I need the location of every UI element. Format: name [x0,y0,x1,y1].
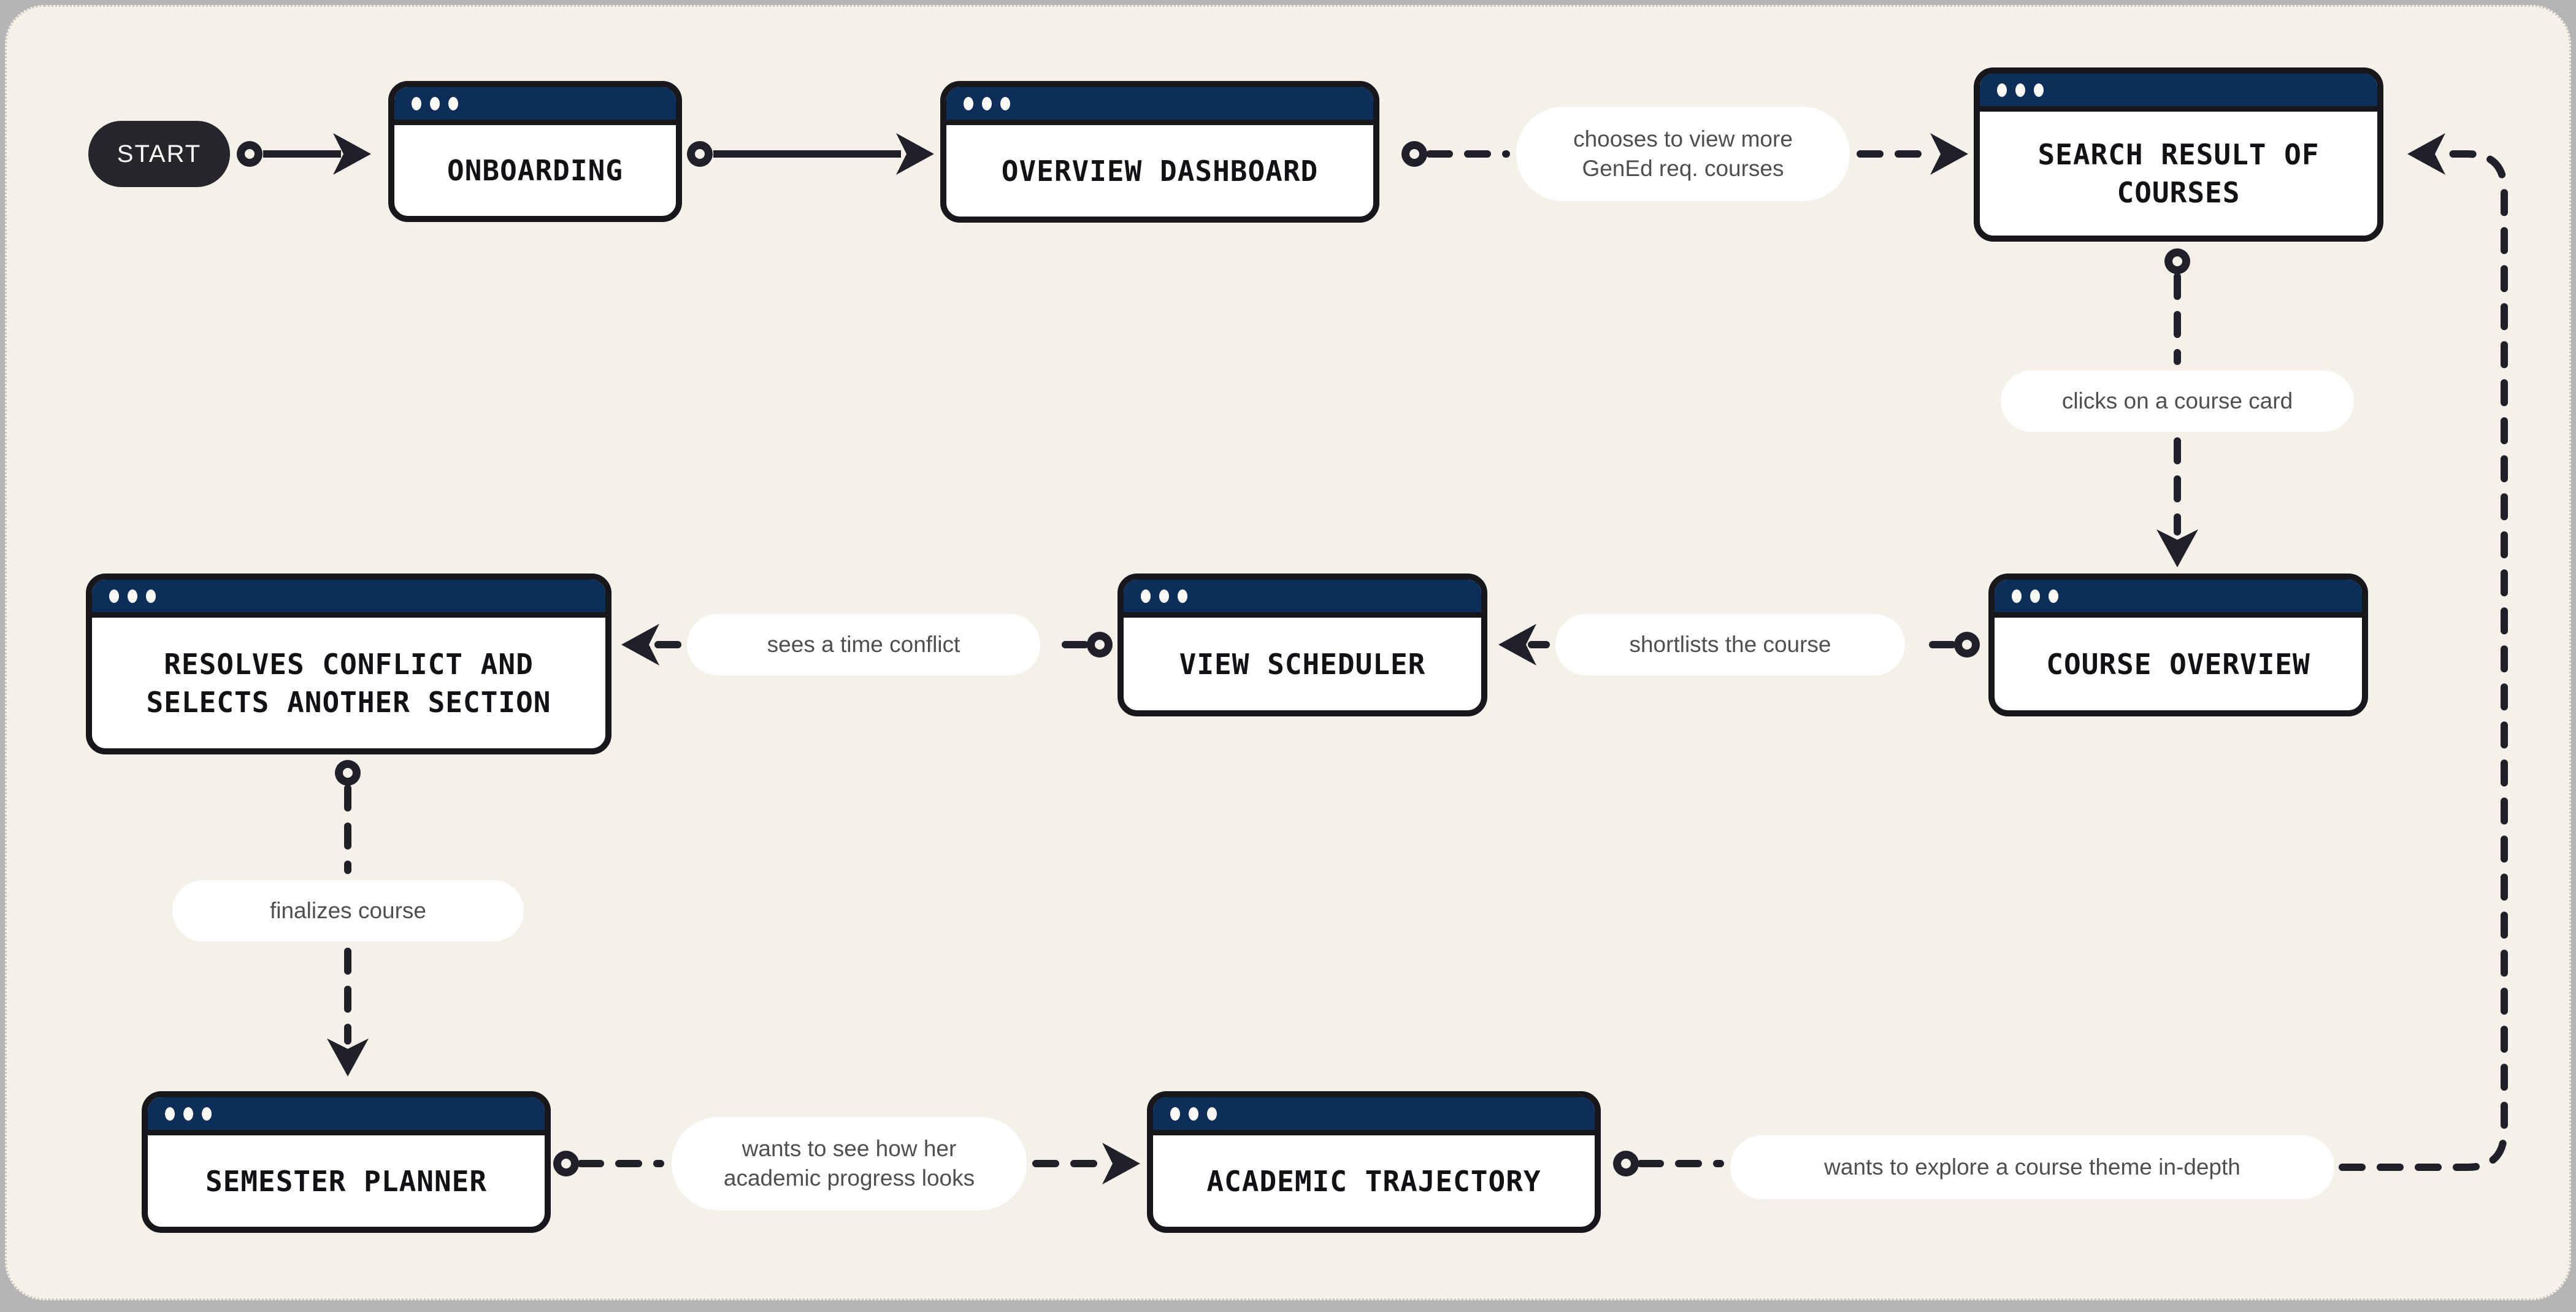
window-dot-icon [2015,83,2025,97]
edge-label-clicks-course-card[interactable]: clicks on a course card [2001,370,2354,432]
window-dot-icon [2030,589,2040,603]
screen-node-title: OVERVIEW DASHBOARD [1001,154,1319,188]
screen-node-overview-dashboard[interactable]: OVERVIEW DASHBOARD [940,81,1379,223]
screen-node-resolves-conflict[interactable]: RESOLVES CONFLICT AND SELECTS ANOTHER SE… [86,574,611,754]
window-dot-icon [1178,589,1187,603]
edge-label-sees-time-conflict[interactable]: sees a time conflict [687,614,1040,675]
edge-label-explore-course-theme[interactable]: wants to explore a course theme in-depth [1730,1135,2334,1199]
flow-canvas: START ONBOARDING OVERVIEW DASHBOARD SEAR… [5,5,2571,1300]
window-titlebar [394,87,676,125]
window-dot-icon [128,589,137,603]
window-dot-icon [2012,589,2022,603]
screen-node-title: SEMESTER PLANNER [205,1164,488,1198]
window-dot-icon [1159,589,1169,603]
edge-onboarding-to-overview [687,133,934,175]
window-dot-icon [1170,1107,1180,1121]
screen-node-title: VIEW SCHEDULER [1179,647,1426,681]
window-dot-icon [1997,83,2007,97]
edge-semester-to-trajectory [553,1143,1140,1184]
arrowhead-icon [1498,624,1536,666]
screen-node-view-scheduler[interactable]: VIEW SCHEDULER [1117,574,1487,716]
window-titlebar [92,580,605,618]
window-dot-icon [2034,83,2044,97]
window-dot-icon [430,96,440,110]
arrowhead-icon [327,1038,369,1076]
start-node[interactable]: START [88,121,230,187]
connector-line [2339,150,2508,1171]
window-dot-icon [183,1107,193,1121]
screen-node-course-overview[interactable]: COURSE OVERVIEW [1988,574,2368,716]
window-dot-icon [1189,1107,1198,1121]
source-port-icon [2164,248,2190,274]
window-dot-icon [964,96,973,110]
window-dot-icon [109,589,119,603]
screen-node-title: RESOLVES CONFLICT AND SELECTS ANOTHER SE… [146,647,551,719]
window-dot-icon [2049,589,2058,603]
window-titlebar [1980,74,2377,112]
source-port-icon [1401,141,1427,167]
window-dot-icon [412,96,421,110]
arrowhead-icon [333,133,371,175]
edge-label-finalizes-course[interactable]: finalizes course [172,880,524,942]
screen-node-title: SEARCH RESULT OF COURSES [2037,138,2320,209]
edge-scheduler-to-resolves [621,624,1113,666]
window-titlebar [946,87,1373,125]
window-dot-icon [1000,96,1010,110]
source-port-icon [553,1151,579,1176]
edge-start-to-onboarding [237,133,371,175]
source-port-icon [1087,632,1113,658]
window-titlebar [1124,580,1481,618]
connectors-layer [237,133,2508,1184]
window-dot-icon [982,96,992,110]
window-dot-icon [165,1107,175,1121]
screen-node-title: ONBOARDING [447,154,623,187]
edge-label-academic-progress[interactable]: wants to see how her academic progress l… [672,1117,1027,1210]
source-port-icon [687,141,713,167]
start-label: START [117,140,202,167]
screen-node-title: ACADEMIC TRAJECTORY [1206,1164,1541,1198]
window-dot-icon [202,1107,212,1121]
edge-resolves-to-semester [327,760,369,1076]
edge-courseoverview-to-scheduler [1498,624,1980,666]
screen-node-search-results[interactable]: SEARCH RESULT OF COURSES [1974,67,2383,242]
edge-label-chooses-gened[interactable]: chooses to view more GenEd req. courses [1516,107,1850,201]
arrowhead-icon [2156,529,2198,567]
window-titlebar [148,1097,545,1135]
window-dot-icon [1141,589,1151,603]
window-dot-icon [146,589,156,603]
arrowhead-icon [621,624,659,666]
arrowhead-icon [1930,133,1968,175]
edge-overview-to-search [1401,133,1968,175]
screen-node-academic-trajectory[interactable]: ACADEMIC TRAJECTORY [1147,1091,1601,1233]
source-port-icon [1613,1151,1639,1176]
source-port-icon [1954,632,1980,658]
window-dot-icon [1207,1107,1217,1121]
arrowhead-icon [2407,133,2445,175]
screen-node-onboarding[interactable]: ONBOARDING [388,81,682,222]
screen-node-semester-planner[interactable]: SEMESTER PLANNER [142,1091,551,1233]
window-titlebar [1995,580,2362,618]
screen-node-title: COURSE OVERVIEW [2046,647,2310,681]
edge-label-shortlists-course[interactable]: shortlists the course [1555,614,1905,675]
edge-search-to-courseoverview [2156,248,2198,567]
arrowhead-icon [1102,1143,1140,1184]
source-port-icon [335,760,361,786]
window-titlebar [1153,1097,1595,1135]
arrowhead-icon [896,133,934,175]
edge-trajectory-to-search-loop [1613,133,2508,1176]
source-port-icon [237,141,263,167]
window-dot-icon [448,96,458,110]
